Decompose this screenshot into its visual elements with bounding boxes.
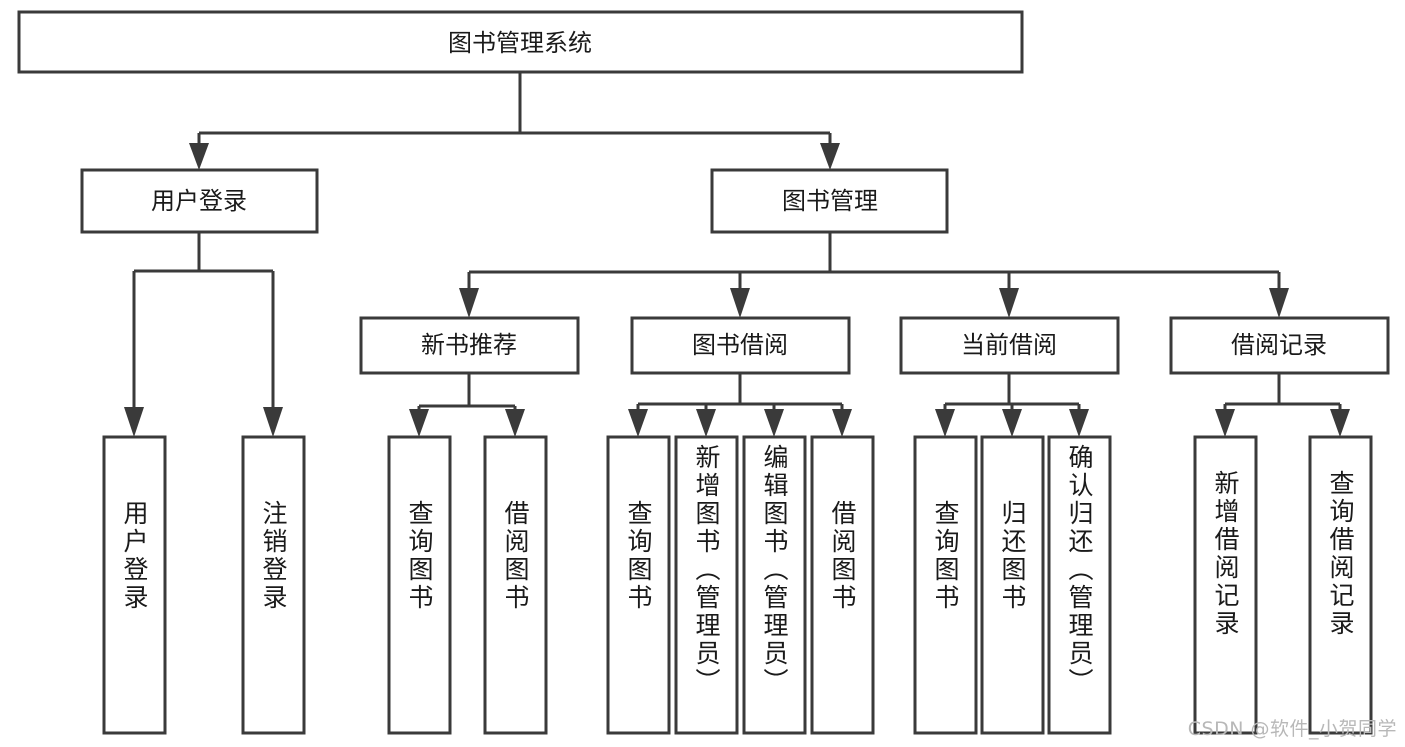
arrowhead-leaf-borrow-book-2 — [832, 409, 852, 437]
arrowhead-leaf-user-logout — [263, 407, 283, 437]
arrowhead-leaf-add-book — [696, 409, 716, 437]
node-new-book-recommend-label: 新书推荐 — [421, 331, 517, 359]
arrowhead-borrow-record — [1269, 288, 1289, 318]
node-book-manage[interactable]: 图书管理 — [710, 168, 949, 234]
node-book-borrow[interactable]: 图书借阅 — [630, 316, 851, 375]
node-book-manage-box[interactable] — [710, 168, 949, 234]
node-new-book-recommend-box[interactable] — [359, 316, 580, 375]
arrowhead-leaf-query-book-1 — [409, 409, 429, 437]
node-book-borrow-label: 图书借阅 — [692, 331, 788, 359]
node-user-login-box[interactable] — [80, 168, 319, 234]
node-borrow-record[interactable]: 借阅记录 — [1169, 316, 1390, 375]
node-leaf-query-record-box[interactable] — [1308, 435, 1373, 735]
node-current-borrow-box[interactable] — [899, 316, 1120, 375]
arrowhead-leaf-query-record — [1330, 409, 1350, 437]
node-user-login-label: 用户登录 — [151, 187, 247, 215]
node-root-box[interactable] — [17, 10, 1024, 74]
node-borrow-record-box[interactable] — [1169, 316, 1390, 375]
csdn-watermark: CSDN @软件_小贺同学 — [1187, 718, 1397, 740]
arrowhead-userlogin — [189, 143, 209, 170]
node-book-borrow-box[interactable] — [630, 316, 851, 375]
node-leaf-query-book-1-box[interactable] — [387, 435, 452, 735]
node-root-label: 图书管理系统 — [448, 29, 592, 57]
node-root[interactable]: 图书管理系统 — [17, 10, 1024, 74]
node-leaf-user-login-box[interactable] — [102, 435, 167, 735]
arrowhead-leaf-user-login — [124, 407, 144, 437]
arrowhead-leaf-query-book-2 — [628, 409, 648, 437]
node-leaf-query-book-2-box[interactable] — [606, 435, 671, 735]
node-leaf-edit-book-box[interactable] — [742, 435, 807, 735]
arrowhead-leaf-add-record — [1215, 409, 1235, 437]
arrowhead-leaf-borrow-book-1 — [505, 409, 525, 437]
arrowhead-current-borrow — [999, 288, 1019, 318]
node-leaf-borrow-book-2-box[interactable] — [810, 435, 875, 735]
arrowhead-leaf-confirm-return — [1069, 409, 1089, 437]
arrowhead-leaf-edit-book — [764, 409, 784, 437]
connector-group — [124, 72, 1350, 437]
leaf-box-group — [102, 435, 1373, 735]
node-leaf-borrow-book-1-box[interactable] — [483, 435, 548, 735]
node-leaf-confirm-return-box[interactable] — [1047, 435, 1112, 735]
node-current-borrow[interactable]: 当前借阅 — [899, 316, 1120, 375]
arrowhead-book-borrow — [730, 288, 750, 318]
node-borrow-record-label: 借阅记录 — [1231, 331, 1327, 359]
node-leaf-return-book-box[interactable] — [980, 435, 1045, 735]
arrowhead-leaf-return-book — [1002, 409, 1022, 437]
node-leaf-query-book-3-box[interactable] — [913, 435, 978, 735]
node-leaf-add-record-box[interactable] — [1193, 435, 1258, 735]
node-user-login[interactable]: 用户登录 — [80, 168, 319, 234]
node-leaf-add-book-box[interactable] — [674, 435, 739, 735]
node-book-manage-label: 图书管理 — [782, 187, 878, 215]
node-current-borrow-label: 当前借阅 — [961, 331, 1057, 359]
node-leaf-user-logout-box[interactable] — [241, 435, 306, 735]
arrowhead-new-book-recommend — [459, 288, 479, 318]
arrowhead-bookmanage — [820, 143, 840, 170]
node-new-book-recommend[interactable]: 新书推荐 — [359, 316, 580, 375]
arrowhead-leaf-query-book-3 — [935, 409, 955, 437]
